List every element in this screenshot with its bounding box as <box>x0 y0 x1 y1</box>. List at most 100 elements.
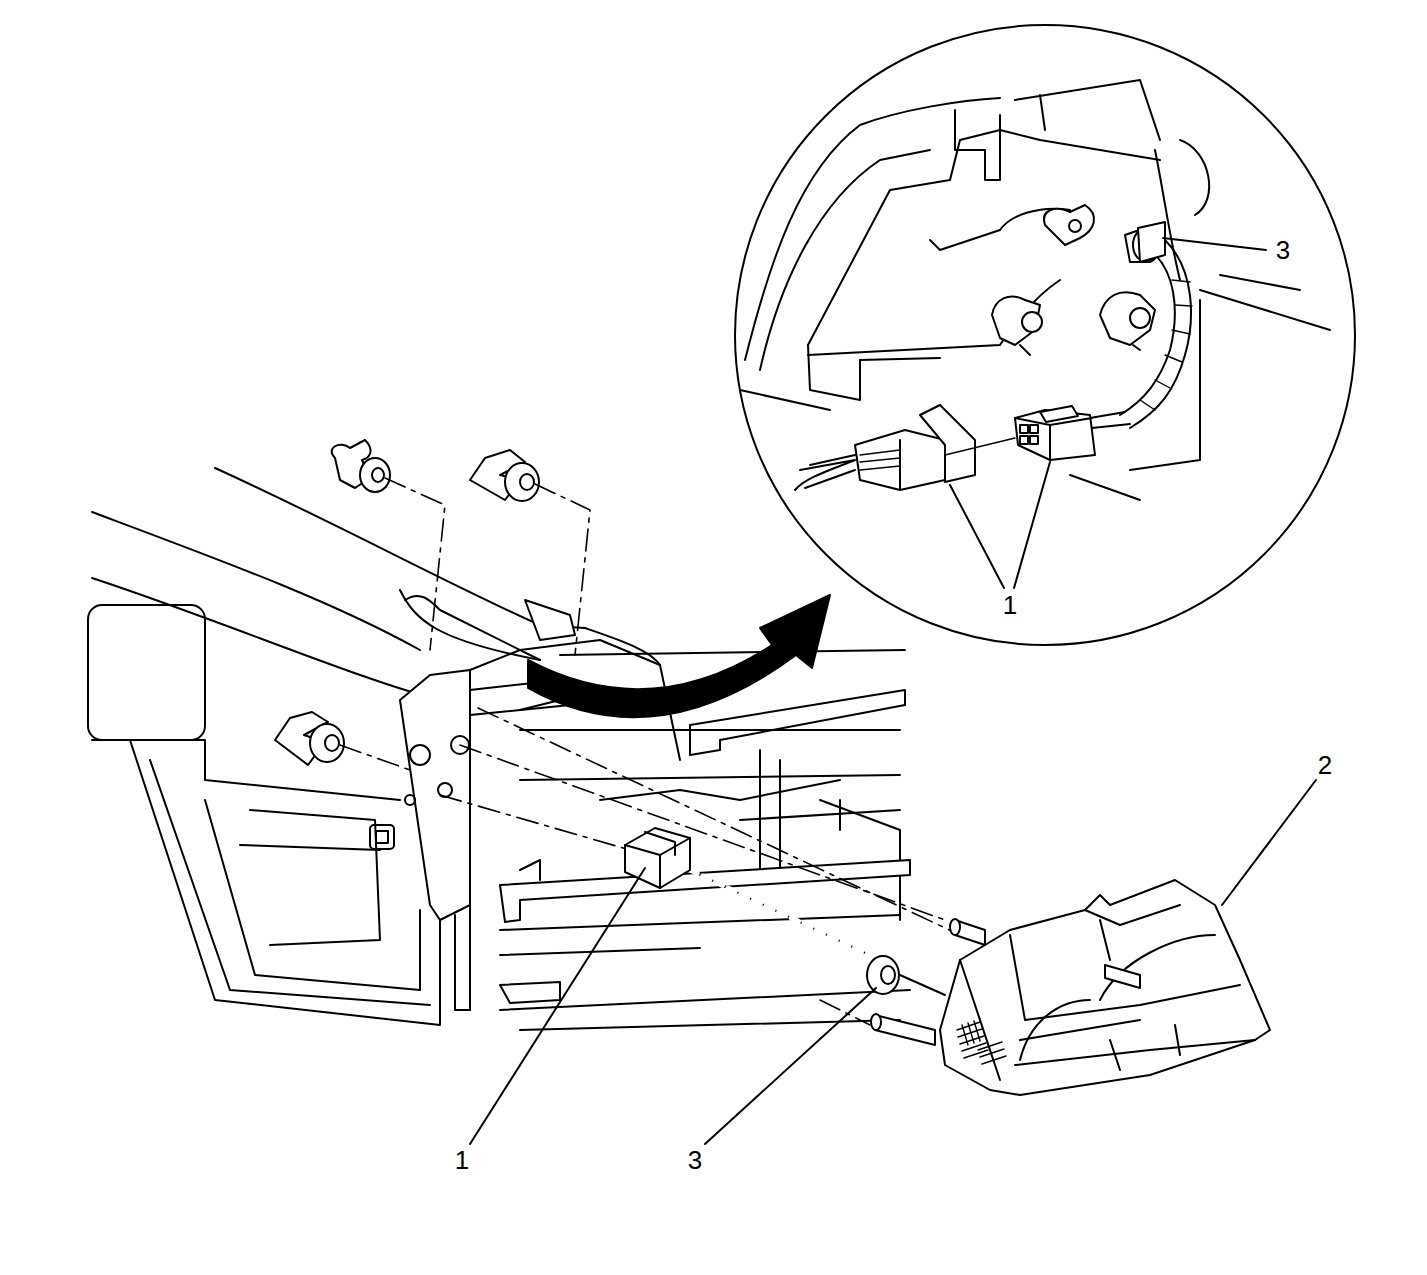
detail-view <box>860 450 900 470</box>
lamp-assembly <box>940 880 1270 1095</box>
detail-view <box>1020 425 1028 433</box>
lamp-assembly <box>1020 1000 1090 1060</box>
lamp-assembly <box>1175 1025 1180 1055</box>
detail-view <box>1040 406 1078 422</box>
leader-line <box>1163 238 1266 250</box>
detail-view <box>1015 80 1160 140</box>
fascia <box>130 740 400 800</box>
detail-view <box>855 430 945 490</box>
lamp-harness <box>690 870 880 960</box>
fascia <box>215 468 660 665</box>
support-rail <box>839 800 841 830</box>
detail-view <box>899 440 901 490</box>
bracket <box>405 795 415 805</box>
lamp-assembly <box>1010 935 1240 1020</box>
leader-line <box>470 238 1316 1144</box>
detail-view <box>1133 345 1140 350</box>
detail-view <box>1020 345 1030 355</box>
fascia <box>250 810 380 945</box>
retainer <box>325 735 339 751</box>
detail-view <box>1140 280 1192 410</box>
lamp-assembly <box>1105 965 1140 988</box>
detail-view <box>1100 292 1155 345</box>
lamp-harness <box>645 832 675 855</box>
retainer <box>275 440 539 765</box>
retainer <box>372 468 384 482</box>
lamp-assembly <box>1110 1040 1120 1070</box>
lamp-harness <box>690 870 880 960</box>
lamp-assembly <box>1100 920 1110 960</box>
detail-view <box>740 390 830 410</box>
retainer <box>360 458 390 492</box>
detail-view <box>1138 222 1165 262</box>
lamp-assembly <box>871 1014 881 1030</box>
support-rail <box>500 948 700 955</box>
fascia <box>92 512 420 650</box>
support-rail <box>520 1020 900 1030</box>
detail-view <box>1030 436 1038 444</box>
support-rail <box>759 750 761 870</box>
support-rail <box>740 810 900 820</box>
detail-view <box>1120 250 1175 415</box>
detail-view <box>1155 150 1180 280</box>
detail-view <box>860 358 940 360</box>
fascia <box>88 605 205 740</box>
lamp-harness <box>900 975 945 995</box>
detail-view <box>1040 95 1045 130</box>
lamp-harness <box>625 828 690 888</box>
support-rail <box>500 915 900 930</box>
detail-view <box>945 438 1015 455</box>
detail-view <box>1130 240 1191 428</box>
lamp-assembly <box>950 919 960 935</box>
lamp-assembly <box>962 1021 980 1045</box>
detail-view <box>1220 275 1300 290</box>
fascia <box>376 831 388 843</box>
fascia <box>92 578 440 700</box>
detail-view <box>735 25 1355 645</box>
lamp-assembly <box>1100 935 1215 1000</box>
detail-view <box>1070 475 1140 500</box>
retainer <box>310 724 344 762</box>
support-rail <box>820 800 900 920</box>
detail-view <box>1015 418 1050 460</box>
detail-view <box>745 98 1000 360</box>
support-rail <box>500 982 560 1003</box>
guide-line <box>820 1000 870 1025</box>
lamp-harness <box>867 956 899 994</box>
leader-line <box>950 485 1004 588</box>
detail-view <box>1090 412 1130 428</box>
detail-view <box>930 230 1000 250</box>
guide-line <box>340 745 410 770</box>
detail-view <box>795 455 855 490</box>
fascia <box>205 800 420 990</box>
bracket <box>400 670 470 920</box>
lamp-assembly <box>978 1042 1006 1064</box>
leader-line <box>1014 462 1050 588</box>
detail-view <box>808 280 1060 355</box>
leader-line <box>705 988 876 1144</box>
detail-view <box>1180 140 1209 215</box>
lamp-harness <box>881 966 895 984</box>
detail-view <box>920 405 975 482</box>
detail-view <box>955 110 1000 180</box>
callout-number: 2 <box>1315 751 1335 779</box>
detail-view <box>1044 205 1094 245</box>
leader-line <box>1222 780 1316 905</box>
lamp-assembly <box>1015 1040 1255 1065</box>
leader-line <box>470 868 645 1144</box>
lamp-harness <box>625 845 660 888</box>
detail-view <box>735 25 1355 645</box>
lamp-assembly <box>957 1022 988 1058</box>
lamp-assembly <box>875 1015 935 1045</box>
direction-arrow <box>528 595 830 717</box>
fascia <box>240 845 380 850</box>
detail-view <box>1130 308 1150 328</box>
callout-number: 1 <box>1000 591 1020 619</box>
guide-line <box>385 478 445 650</box>
lamp-assembly <box>1085 905 1180 925</box>
guide-line <box>460 745 945 920</box>
lamp-harness <box>625 828 945 995</box>
fascia <box>150 760 430 1005</box>
bracket <box>469 905 471 1010</box>
